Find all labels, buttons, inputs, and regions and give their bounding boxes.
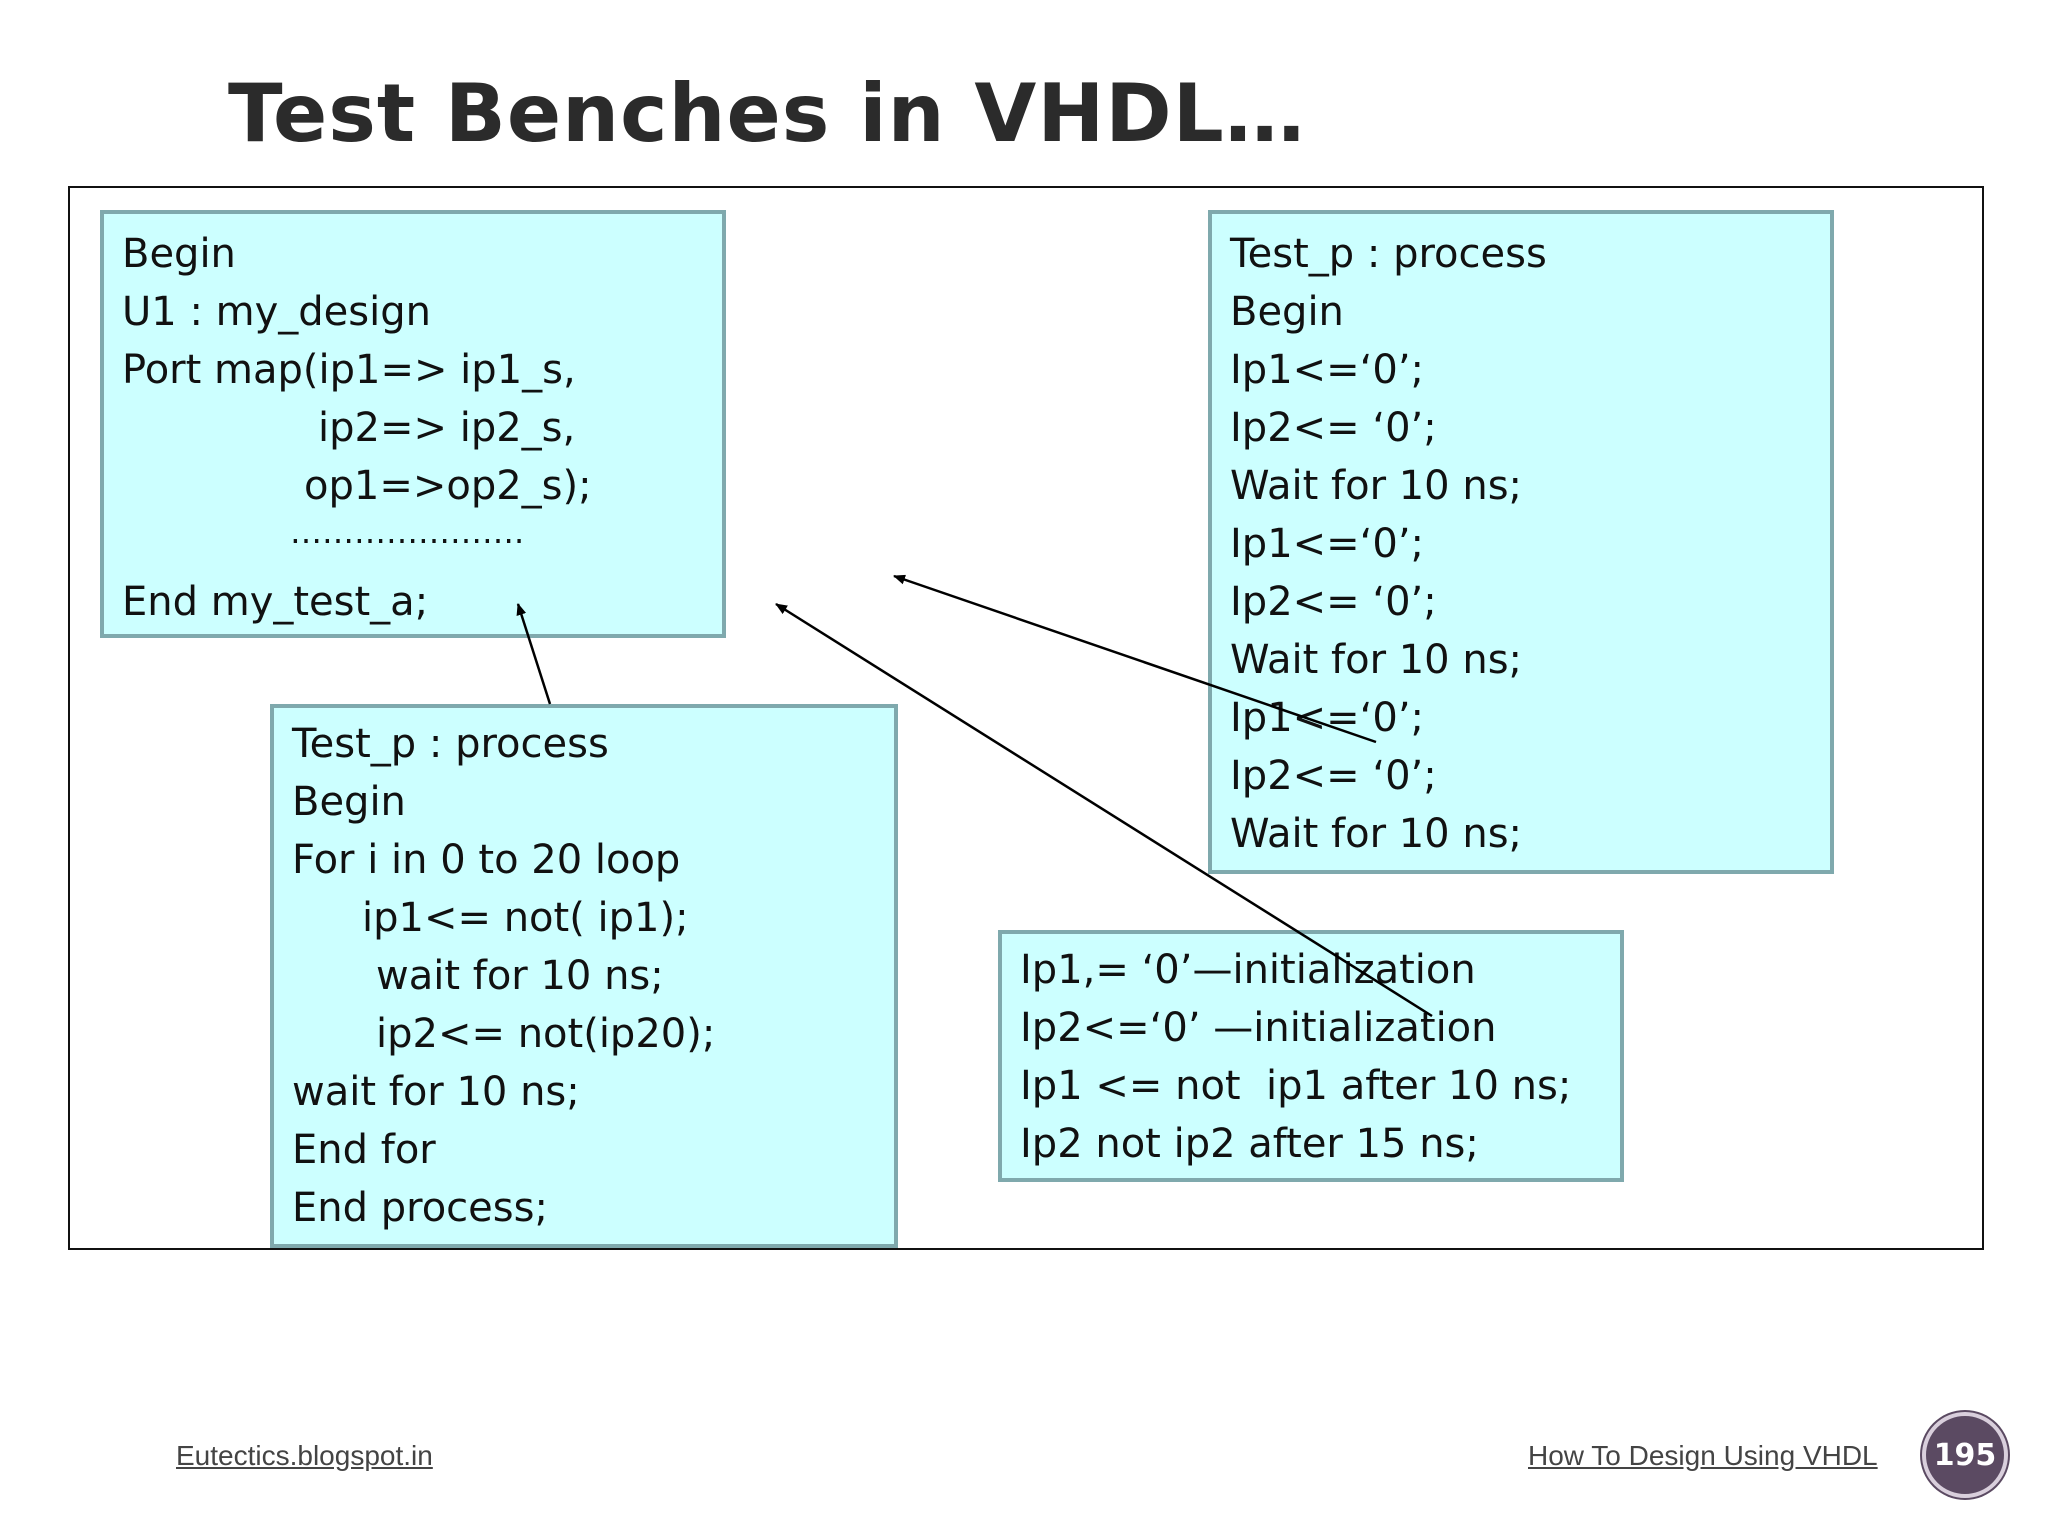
code-line: Ip2<= ‘0’; [1230,405,1437,451]
code-line: Ip2<= ‘0’; [1230,579,1437,625]
code-line: End process; [292,1185,548,1231]
code-line: Ip1,= ‘0’—initialization [1020,947,1476,993]
code-line: Ip2 not ip2 after 15 ns; [1020,1121,1479,1167]
code-line: Ip1<=‘0’; [1230,347,1425,393]
slide-title: Test Benches in VHDL… [228,67,1306,160]
code-line: ip2<= not(ip20); [376,1011,716,1057]
code-line: Begin [1230,289,1344,335]
code-box-port-map: Begin U1 : my_design Port map(ip1=> ip1_… [100,210,726,638]
page-number-badge: 195 [1922,1412,2008,1498]
code-line: Ip1<=‘0’; [1230,695,1425,741]
code-line: Wait for 10 ns; [1230,811,1523,857]
code-line: …………………. [290,513,525,551]
content-frame [68,186,1984,1250]
footer-blog-link[interactable]: Eutectics.blogspot.in [176,1440,433,1471]
code-line: End my_test_a; [122,579,429,625]
code-line: U1 : my_design [122,289,431,335]
arrow-sequential-to-port-map [893,574,1377,744]
arrow-init-to-port-map [775,602,1433,1018]
code-line: Ip1<=‘0’; [1230,521,1425,567]
code-line: Ip2<= ‘0’; [1230,753,1437,799]
code-line: ip1<= not( ip1); [362,895,689,941]
arrow-loop-to-port-map [516,603,552,705]
code-line: Test_p : process [292,721,609,767]
code-line: Port map(ip1=> ip1_s, [122,347,576,393]
code-line: Wait for 10 ns; [1230,463,1523,509]
code-line: op1=>op2_s); [304,463,592,509]
code-line: Begin [292,779,406,825]
code-line: wait for 10 ns; [292,1069,580,1115]
footer-book-link[interactable]: How To Design Using VHDL [1528,1440,1878,1471]
code-line: Ip1 <= not ip1 after 10 ns; [1020,1063,1572,1109]
code-line: Begin [122,231,236,277]
code-line: Wait for 10 ns; [1230,637,1523,683]
code-line: ip2=> ip2_s, [318,405,576,451]
code-line: End for [292,1127,436,1173]
code-box-initialization: Ip1,= ‘0’—initialization Ip2<=‘0’ —initi… [998,930,1624,1182]
code-line: wait for 10 ns; [376,953,664,999]
code-line: Ip2<=‘0’ —initialization [1020,1005,1497,1051]
code-box-test-process-sequential: Test_p : process Begin Ip1<=‘0’; Ip2<= ‘… [1208,210,1834,874]
code-line: For i in 0 to 20 loop [292,837,681,883]
code-line: Test_p : process [1230,231,1547,277]
code-box-test-process-loop: Test_p : process Begin For i in 0 to 20 … [270,704,898,1248]
